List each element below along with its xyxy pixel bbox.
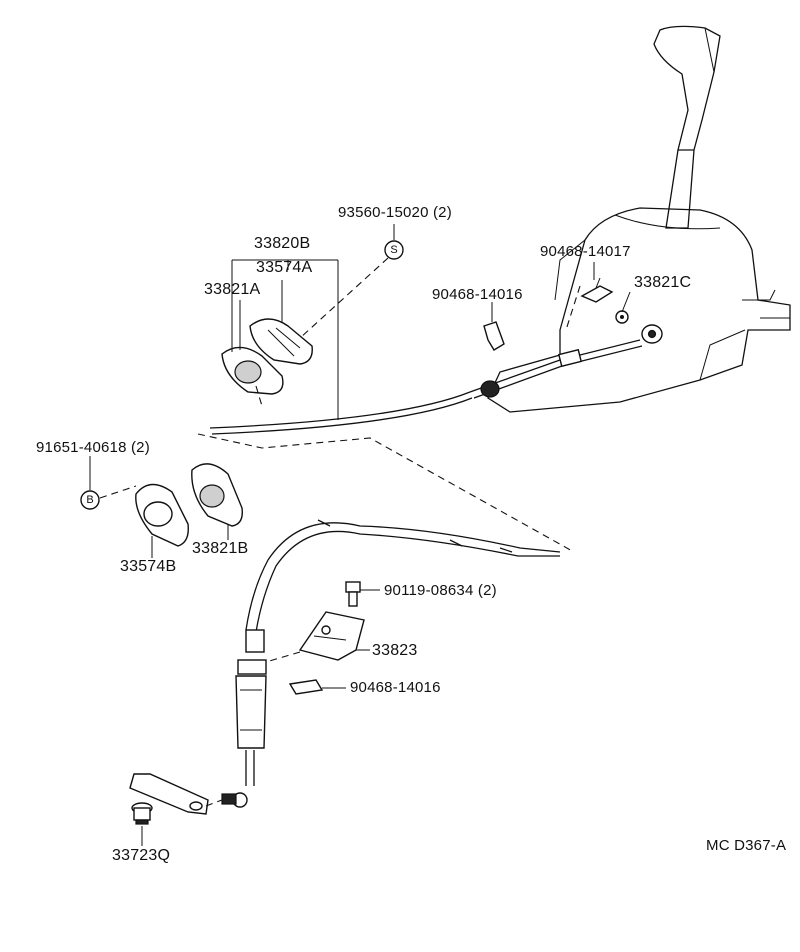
clip-90468-14016-upper [483,321,505,351]
label-90119-08634: 90119-08634 (2) [384,582,497,599]
shift-cable-upper [209,310,663,435]
svg-text:B: B [86,494,93,506]
label-33574b: 33574B [120,558,177,575]
retainer-33574b [135,483,189,547]
pin-33723q [131,802,153,825]
retainer-33574a [249,318,313,365]
label-93560-15020: 93560-15020 (2) [338,204,452,221]
clip-90468-14016-lower [288,679,324,695]
bracket-33823 [298,611,365,661]
transmission-housing [487,207,791,413]
retainer-33821a [221,346,284,395]
symbol-s: S [384,240,404,260]
label-90468-14016-upper: 90468-14016 [432,286,523,303]
label-91651-40618: 91651-40618 (2) [36,439,150,456]
shift-cable-lower [221,519,561,808]
clip-90468-14017 [580,277,614,303]
label-33821c: 33821C [634,274,692,291]
label-33823: 33823 [372,642,418,659]
symbol-b: B [80,490,100,510]
diagram-code: MC D367-A [706,837,787,854]
svg-text:S: S [390,244,397,256]
label-33723q: 33723Q [112,847,171,864]
lever-bracket [129,773,209,815]
shift-lever [653,25,721,229]
label-90468-14016-lower: 90468-14016 [350,679,441,696]
label-90468-14017: 90468-14017 [540,243,631,260]
bolt-90119 [345,581,361,607]
label-33821a: 33821A [204,281,261,298]
label-33820b: 33820B [254,235,311,252]
label-33574a: 33574A [256,259,313,276]
leader-lines [89,224,631,846]
retainer-33821b [191,463,243,527]
label-33821b: 33821B [192,540,249,557]
